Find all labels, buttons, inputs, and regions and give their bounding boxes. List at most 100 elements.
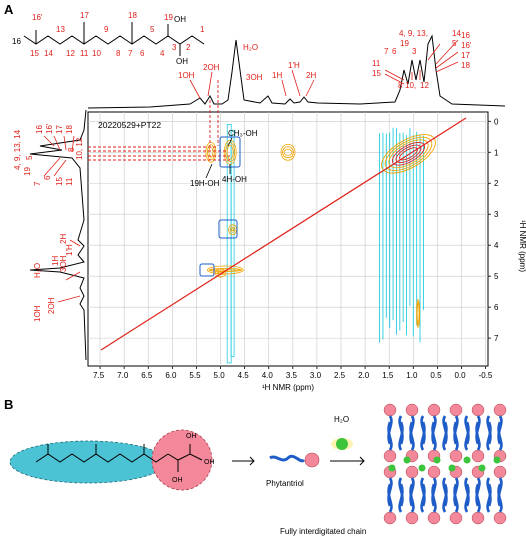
mol-num-7: 7 <box>128 49 133 58</box>
left-peak-18: 18 <box>65 125 74 134</box>
lipid-head <box>450 512 462 524</box>
left-peak-15: 15 <box>55 177 64 186</box>
top-peak-19: 19 <box>400 39 409 48</box>
y-axis-label: ¹H NMR (ppm) <box>518 220 526 272</box>
water-label: H₂O <box>334 415 349 424</box>
y-tick-label: 4 <box>494 241 499 250</box>
phytantriol-label: Phytantriol <box>266 479 304 488</box>
x-tick-label: 6.5 <box>141 371 153 380</box>
plot-2d: 20220529+PT22 CH₃-OH 4H-OH 19H-OH 7.57.0… <box>88 80 499 380</box>
top-peak-2oh: 2OH <box>203 63 220 72</box>
mol-num-3: 3 <box>172 43 177 52</box>
svg-text:OH: OH <box>204 459 215 466</box>
lipid-head <box>472 450 484 462</box>
top-peak-7: 7 <box>384 47 389 56</box>
lipid-head <box>472 404 484 416</box>
y-tick-label: 5 <box>494 272 499 281</box>
x-tick-label: 5.0 <box>214 371 226 380</box>
lipid-head <box>450 450 462 462</box>
left-peak-16: 16 <box>35 125 44 134</box>
lipid-head <box>472 512 484 524</box>
y-tick-label: 1 <box>494 148 499 157</box>
cross-label-ch3oh: CH₃-OH <box>228 129 258 138</box>
top-1d-spectrum <box>88 36 505 108</box>
lipid-head <box>450 404 462 416</box>
x-tick-label: 1.0 <box>406 371 418 380</box>
mol-num-2: 2 <box>186 43 191 52</box>
arrow-2-icon <box>330 457 364 465</box>
arrow-1-icon <box>232 457 254 465</box>
left-peak-7: 7 <box>33 181 42 186</box>
top-peak-18: 18 <box>461 61 470 70</box>
left-peak-2oh: 2OH <box>47 297 56 314</box>
water-molecule <box>479 465 486 472</box>
left-peak-16p: 16' <box>45 123 54 134</box>
y-tick-label: 3 <box>494 210 499 219</box>
mol-num-18: 18 <box>128 11 137 20</box>
mol-num-16p: 16' <box>32 13 43 22</box>
top-peak-1oh: 1OH <box>178 71 195 80</box>
top-peak-1ph: 1'H <box>288 61 300 70</box>
top-peak-12: 12 <box>420 81 429 90</box>
nmr-figure: 16' 17 18 19 13 9 5 1 16 15 14 12 11 10 … <box>0 0 526 400</box>
x-tick-label: 3.5 <box>286 371 298 380</box>
top-peak-16: 16 <box>461 31 470 40</box>
mol-num-4: 4 <box>160 49 165 58</box>
lipid-head <box>406 404 418 416</box>
left-peak-h2o: H₂O <box>33 263 42 278</box>
left-peak-17: 17 <box>55 125 64 134</box>
x-tick-label: 5.5 <box>189 371 201 380</box>
top-peak-2h: 2H <box>306 71 316 80</box>
mol-num-17: 17 <box>80 11 89 20</box>
x-axis-label: ¹H NMR (ppm) <box>262 383 314 392</box>
y-tick-label: 7 <box>494 334 499 343</box>
top-peak-15: 15 <box>372 69 381 78</box>
x-tick-label: 7.0 <box>117 371 129 380</box>
lipid-head <box>494 466 506 478</box>
mol-num-8: 8 <box>116 49 121 58</box>
x-tick-label: 0.0 <box>454 371 466 380</box>
lipid-head <box>428 404 440 416</box>
mol-num-13: 13 <box>56 25 65 34</box>
water-molecule <box>449 465 456 472</box>
top-peak-3: 3 <box>412 47 417 56</box>
mol-oh-top: OH <box>174 15 186 24</box>
lipid-head <box>406 512 418 524</box>
x-tick-label: 4.5 <box>238 371 250 380</box>
mol-num-6: 6 <box>140 49 145 58</box>
lipid-head <box>428 466 440 478</box>
top-peak-4-9-13: 4, 9, 13, <box>399 29 428 38</box>
y-tick-label: 0 <box>494 117 499 126</box>
lipid-head <box>384 404 396 416</box>
y-tick-label: 2 <box>494 179 499 188</box>
x-tick-label: 2.0 <box>358 371 370 380</box>
mol-num-1: 1 <box>200 25 205 34</box>
cross-label-4hoh: 4H-OH <box>222 175 247 184</box>
x-tick-label: 4.0 <box>262 371 274 380</box>
x-tick-label: 7.5 <box>93 371 105 380</box>
mol-num-16: 16 <box>12 37 21 46</box>
phytantriol-cartoon: OH OH OH <box>10 430 215 490</box>
left-peak-2h: 2H <box>59 234 68 244</box>
water-molecule <box>404 457 411 464</box>
left-peak-3oh: 3OH <box>59 255 68 272</box>
top-peak-11: 11 <box>372 59 381 68</box>
mol-num-9: 9 <box>104 25 109 34</box>
left-peak-1ph: 1'H <box>65 244 74 256</box>
top-peak-16p: 16' <box>461 41 472 50</box>
x-tick-label: -0.5 <box>479 371 493 380</box>
phytantriol-mini-icon <box>270 453 319 467</box>
water-molecule <box>389 465 396 472</box>
lipid-head <box>428 512 440 524</box>
x-tick-label: 6.0 <box>165 371 177 380</box>
interdigitated-bilayer <box>384 404 506 524</box>
water-molecule <box>434 457 441 464</box>
mol-num-19: 19 <box>164 13 173 22</box>
left-peak-5: 5 <box>25 155 34 160</box>
top-peak-17: 17 <box>461 51 470 60</box>
left-peak-19: 19 <box>23 167 32 176</box>
lipid-head <box>384 512 396 524</box>
top-peak-1h: 1H <box>272 71 282 80</box>
y-tick-label: 6 <box>494 303 499 312</box>
chain-caption: Fully interdigitated chain <box>280 527 366 536</box>
